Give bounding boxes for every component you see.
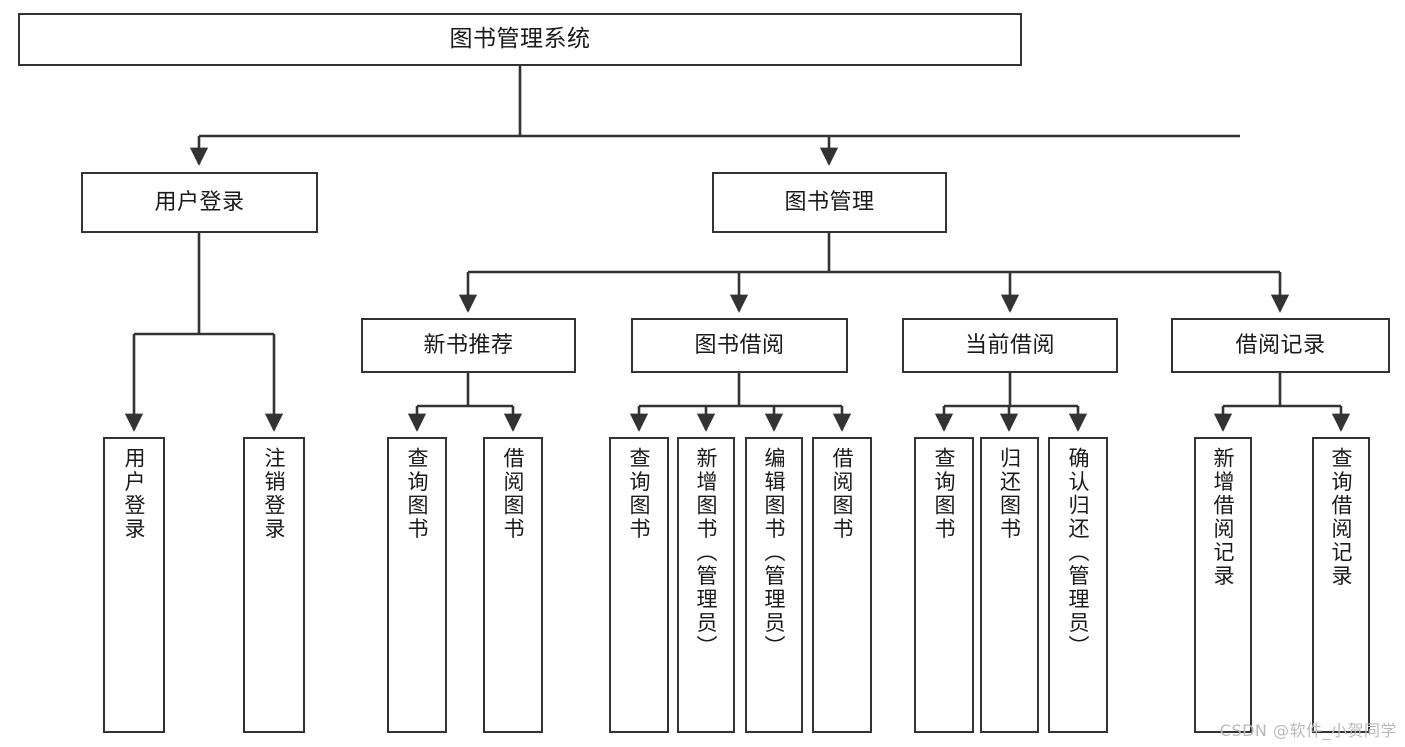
node-label: 注销登录 [262, 447, 287, 541]
node-label: 查询图书 [627, 447, 652, 541]
node-label: 借阅记录 [1235, 332, 1326, 358]
node-label: 查询图书 [932, 447, 957, 541]
node-label: 用户登录 [122, 447, 147, 541]
node-book-management[interactable]: 图书管理 [712, 172, 947, 233]
leaf-borrow-book[interactable]: 借阅图书 [812, 437, 872, 733]
leaf-logout[interactable]: 注销登录 [243, 437, 305, 733]
leaf-query-book-borrow[interactable]: 查询图书 [609, 437, 669, 733]
node-label: 借阅图书 [501, 447, 526, 541]
node-label: 图书借阅 [694, 332, 785, 358]
node-root-system[interactable]: 图书管理系统 [18, 13, 1022, 66]
node-label: 用户登录 [154, 189, 245, 215]
node-label: 新增借阅记录 [1211, 447, 1236, 588]
node-book-borrow[interactable]: 图书借阅 [631, 318, 848, 373]
node-label: 新增图书（管理员） [694, 447, 719, 659]
node-label: 新书推荐 [423, 332, 514, 358]
node-label: 查询借阅记录 [1329, 447, 1354, 588]
node-label: 确认归还（管理员） [1066, 447, 1091, 659]
node-label: 借阅图书 [830, 447, 855, 541]
csdn-watermark: CSDN @软件_小贺同学 [1219, 721, 1397, 740]
node-borrow-record[interactable]: 借阅记录 [1171, 318, 1390, 373]
leaf-edit-book-admin[interactable]: 编辑图书（管理员） [745, 437, 803, 733]
leaf-query-book-new[interactable]: 查询图书 [387, 437, 447, 733]
node-new-book-recommend[interactable]: 新书推荐 [361, 318, 576, 373]
leaf-query-book-current[interactable]: 查询图书 [914, 437, 974, 733]
leaf-return-book[interactable]: 归还图书 [980, 437, 1039, 733]
node-label: 图书管理 [784, 189, 875, 215]
leaf-add-borrow-record[interactable]: 新增借阅记录 [1194, 437, 1252, 733]
node-label: 图书管理系统 [449, 25, 591, 52]
leaf-query-borrow-record[interactable]: 查询借阅记录 [1312, 437, 1370, 733]
leaf-add-book-admin[interactable]: 新增图书（管理员） [677, 437, 735, 733]
node-label: 编辑图书（管理员） [762, 447, 787, 659]
leaf-borrow-book-new[interactable]: 借阅图书 [483, 437, 543, 733]
leaf-confirm-return-admin[interactable]: 确认归还（管理员） [1048, 437, 1108, 733]
node-user-login[interactable]: 用户登录 [81, 172, 318, 233]
node-label: 当前借阅 [964, 332, 1055, 358]
node-current-borrow[interactable]: 当前借阅 [902, 318, 1118, 373]
leaf-user-login[interactable]: 用户登录 [103, 437, 165, 733]
node-label: 查询图书 [405, 447, 430, 541]
node-label: 归还图书 [997, 447, 1022, 541]
